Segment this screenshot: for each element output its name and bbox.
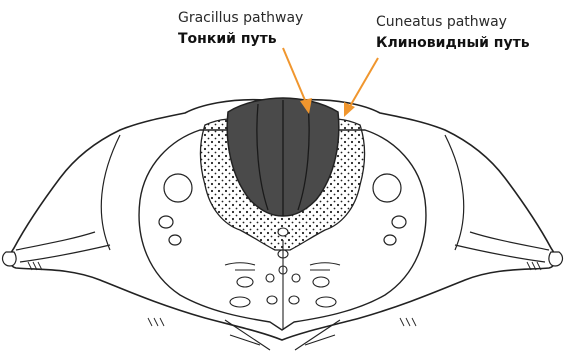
cuneatus-arrow — [349, 58, 378, 108]
gracillus-arrow — [283, 48, 307, 105]
left-nerve-tip — [3, 252, 17, 266]
right-nerve-tip — [549, 252, 563, 266]
